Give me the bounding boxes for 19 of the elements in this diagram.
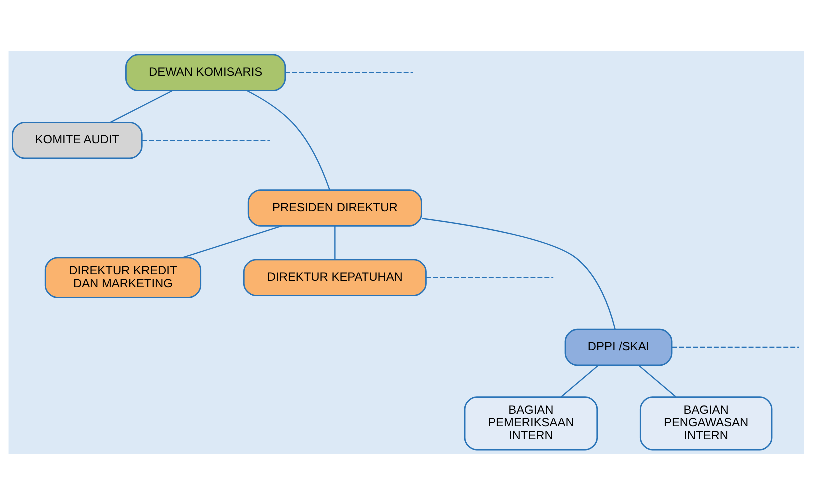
connector: [638, 364, 677, 398]
connector: [142, 139, 270, 141]
node-box: PRESIDEN DIREKTUR: [248, 189, 422, 226]
connector: [334, 226, 336, 260]
connector: [560, 364, 599, 398]
node-box: BAGIAN PENGAWASAN INTERN: [640, 396, 773, 450]
node-box: DPPI /SKAI: [564, 328, 673, 366]
connector: [672, 346, 800, 348]
node-box: KOMITE AUDIT: [12, 121, 143, 159]
node-box: DEWAN KOMISARIS: [126, 54, 286, 91]
node-box: DIREKTUR KREDIT DAN MARKETING: [44, 256, 202, 298]
connector: [110, 90, 173, 123]
node-box: DIREKTUR KEPATUHAN: [243, 258, 427, 296]
connector: [285, 72, 414, 73]
connector: [426, 276, 554, 278]
connector: [246, 90, 330, 190]
connector: [422, 218, 616, 329]
node-box: BAGIAN PEMERIKSAAN INTERN: [464, 396, 598, 450]
connector: [182, 225, 282, 258]
